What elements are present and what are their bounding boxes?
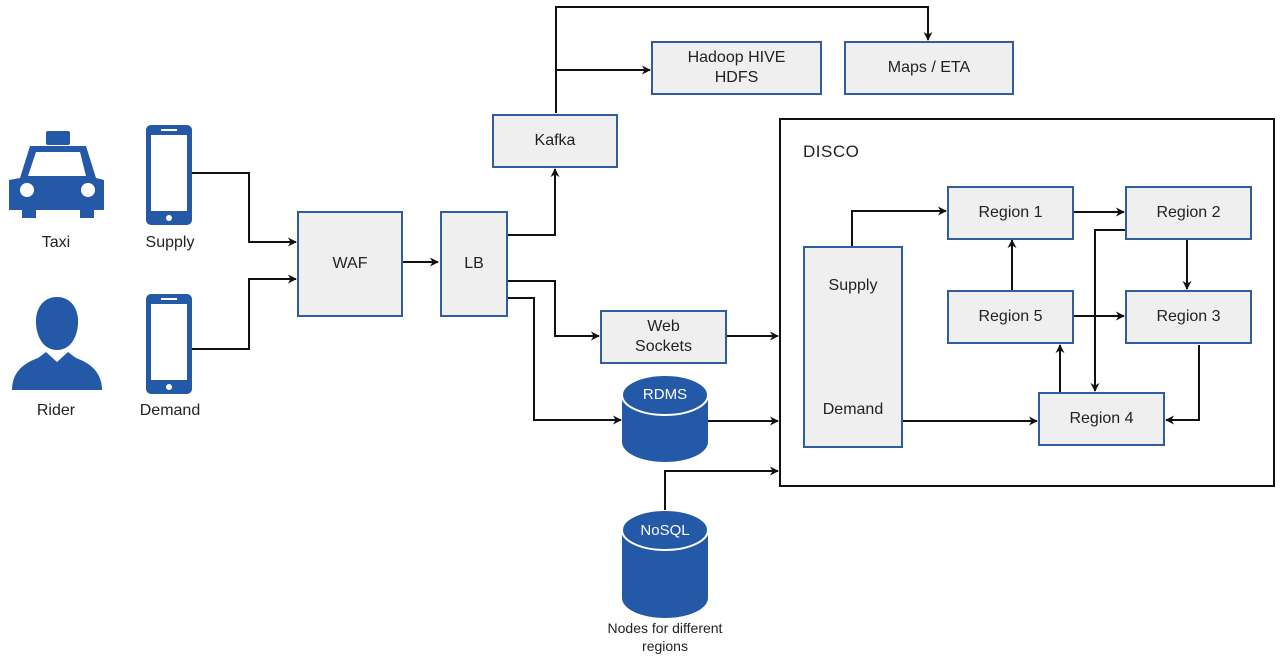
supply-label: Supply — [145, 234, 195, 251]
disco-demand-label: Demand — [822, 401, 884, 418]
taxi-icon — [9, 131, 104, 218]
kafka-node: Kafka — [492, 114, 618, 168]
connectors — [192, 6, 1200, 510]
smartphone-icon — [146, 294, 192, 394]
region-4-node: Region 4 — [1038, 392, 1165, 446]
nosql-label: NoSQL — [640, 522, 690, 539]
disco-title: DISCO — [803, 142, 860, 161]
database-icon — [621, 509, 709, 618]
database-icon — [621, 374, 709, 462]
websockets-node: Web Sockets — [600, 310, 727, 364]
region-2-node: Region 2 — [1125, 186, 1252, 240]
disco-supply-label: Supply — [828, 277, 878, 294]
person-icon — [12, 297, 102, 390]
hadoop-node: Hadoop HIVE HDFS — [651, 41, 822, 95]
supply-demand-box: Supply Demand — [803, 246, 903, 448]
rider-label: Rider — [36, 402, 76, 419]
region-5-node: Region 5 — [947, 290, 1074, 344]
waf-node: WAF — [297, 211, 403, 317]
taxi-label: Taxi — [41, 234, 71, 251]
rdms-label: RDMS — [642, 386, 688, 403]
region-3-node: Region 3 — [1125, 290, 1252, 344]
maps-eta-node: Maps / ETA — [844, 41, 1014, 95]
smartphone-icon — [146, 125, 192, 225]
lb-node: LB — [440, 211, 508, 317]
demand-label: Demand — [139, 402, 201, 419]
nosql-caption: Nodes for different regions — [607, 620, 723, 654]
region-1-node: Region 1 — [947, 186, 1074, 240]
